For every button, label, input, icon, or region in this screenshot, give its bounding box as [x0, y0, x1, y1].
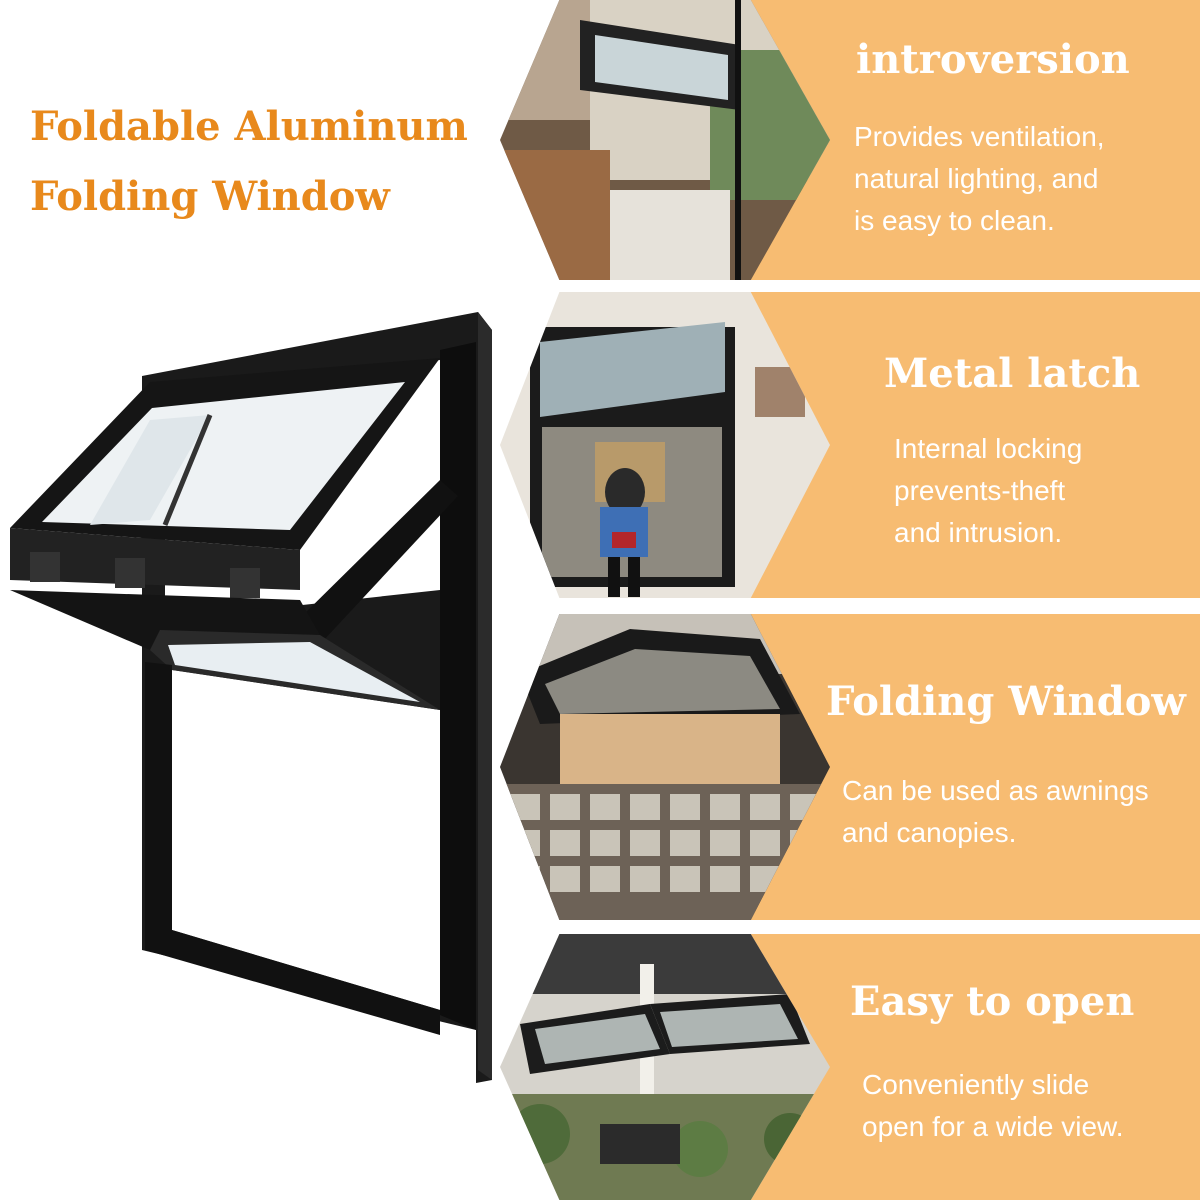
feature-panel-introversion: introversion Provides ventilation, natur…	[500, 0, 1200, 280]
feature-description: Conveniently slide open for a wide view.	[862, 1069, 1124, 1142]
feature-panel-metal-latch: Metal latch Internal locking prevents-th…	[500, 292, 1200, 598]
title-line-1: Foldable Aluminum	[30, 103, 468, 150]
feature-title: introversion	[856, 36, 1130, 83]
feature-description: Internal locking prevents-theft and intr…	[894, 433, 1083, 548]
feature-title: Folding Window	[826, 678, 1186, 725]
feature-title: Metal latch	[884, 350, 1141, 397]
page-title: Foldable Aluminum Folding Window	[30, 92, 490, 232]
feature-panel-easy-to-open: Easy to open Conveniently slide open for…	[500, 934, 1200, 1200]
folding-window-product-image	[0, 290, 520, 1110]
courtyard-windows-photo	[500, 934, 830, 1200]
storefront-window-photo	[500, 292, 830, 598]
feature-panel-folding-window: Folding Window Can be used as awnings an…	[500, 614, 1200, 920]
feature-title: Easy to open	[850, 978, 1135, 1025]
feature-description: Can be used as awnings and canopies.	[842, 775, 1149, 848]
title-line-2: Folding Window	[30, 173, 390, 220]
feature-description: Provides ventilation, natural lighting, …	[854, 121, 1105, 236]
